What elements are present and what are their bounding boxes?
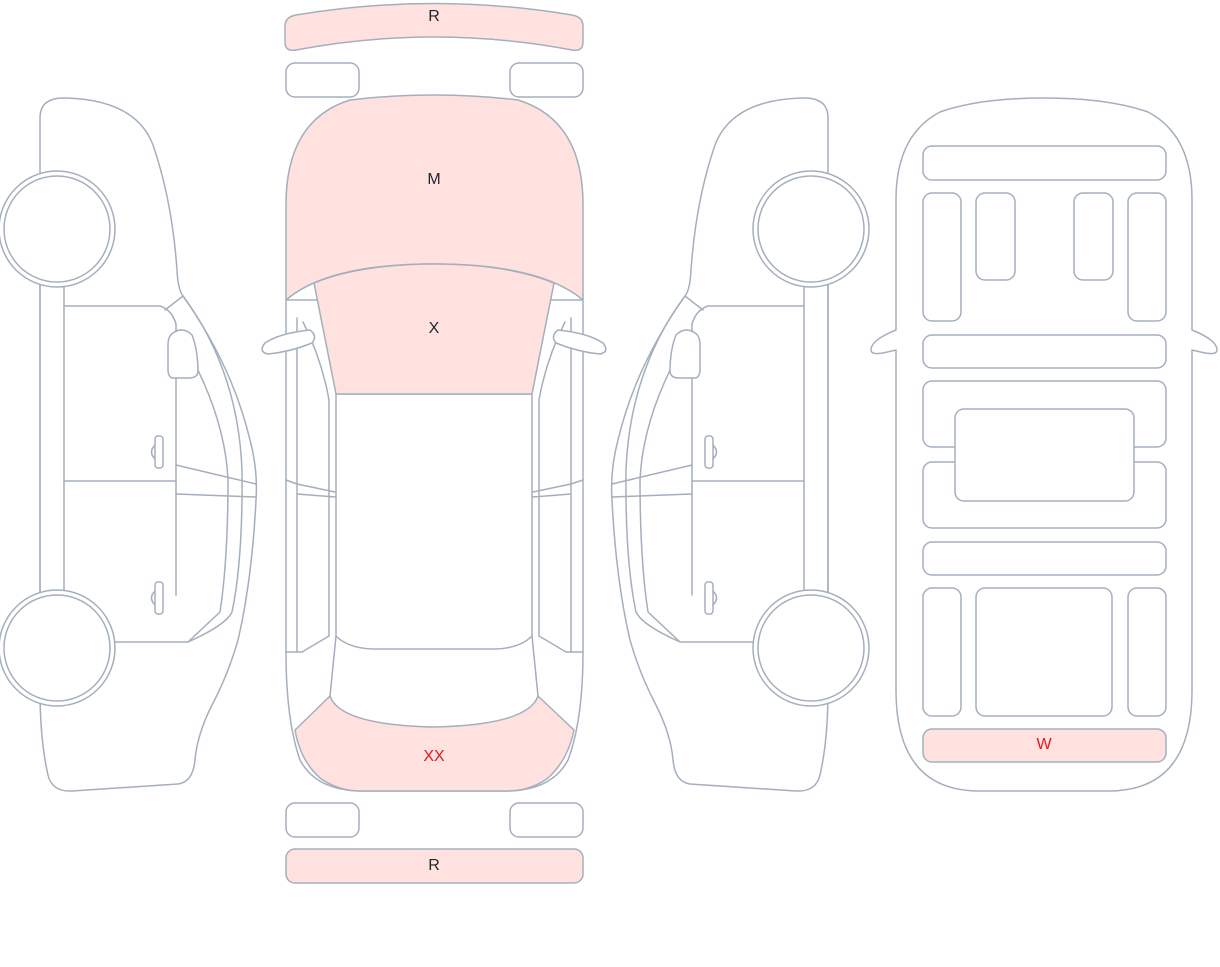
top-left-side-windows	[296, 317, 336, 653]
rear-panel-label: W	[1036, 736, 1052, 753]
front-right-door-panel[interactable]	[1127, 192, 1167, 322]
left-rear-door-handle[interactable]	[154, 581, 164, 615]
driver-seat[interactable]	[975, 192, 1016, 281]
rear-cross-panel[interactable]	[922, 541, 1167, 576]
left-window-inner	[175, 329, 229, 643]
top-left-wheel-arch	[285, 479, 303, 653]
left-front-wheel-inner	[3, 175, 111, 283]
right-mirror-line	[611, 464, 693, 498]
rear-window-edges	[329, 635, 539, 697]
left-front-door-handle[interactable]	[154, 435, 164, 469]
windshield[interactable]	[313, 263, 555, 395]
right-window-inner	[639, 329, 693, 643]
right-front-handle-notch	[712, 444, 718, 460]
rear-bumper-label: R	[428, 857, 440, 874]
right-window-outer	[625, 295, 805, 643]
rear-right-light[interactable]	[509, 802, 584, 838]
left-mirror[interactable]	[167, 329, 199, 379]
left-rear-wheel-inner	[3, 594, 111, 702]
top-view: R M X XX R	[261, 2, 607, 884]
rear-bumper[interactable]	[285, 848, 584, 884]
left-side-view	[0, 97, 258, 792]
left-mirror-line	[175, 464, 257, 498]
hood-label: M	[427, 171, 440, 188]
rear-window-label: XX	[423, 748, 445, 765]
front-bumper-label: R	[428, 8, 440, 25]
top-left-mirror[interactable]	[261, 329, 316, 355]
rear-left-door-panel[interactable]	[922, 587, 962, 717]
cargo-area[interactable]	[975, 587, 1113, 717]
right-rear-handle-notch	[712, 590, 718, 606]
right-rear-door-handle[interactable]	[704, 581, 714, 615]
top-right-wheel-arch	[565, 479, 584, 653]
rear-window[interactable]	[294, 695, 575, 792]
center-console[interactable]	[954, 408, 1135, 502]
windshield-label: X	[429, 320, 440, 337]
underside-view: W	[870, 97, 1218, 792]
left-window-outer	[63, 295, 243, 643]
right-mirror[interactable]	[669, 329, 701, 379]
top-right-side-windows	[532, 317, 572, 653]
front-right-light[interactable]	[509, 62, 584, 98]
top-right-mirror[interactable]	[552, 329, 607, 355]
left-front-handle-notch	[150, 444, 156, 460]
rear-left-light[interactable]	[285, 802, 360, 838]
roof[interactable]	[335, 393, 533, 650]
right-side-view	[610, 97, 870, 792]
passenger-seat[interactable]	[1073, 192, 1114, 281]
right-front-door-handle[interactable]	[704, 435, 714, 469]
front-left-light[interactable]	[285, 62, 360, 98]
right-front-wheel-inner	[757, 175, 865, 283]
dashboard-panel[interactable]	[922, 145, 1167, 181]
rear-panel[interactable]	[922, 728, 1167, 763]
left-pillar	[39, 284, 65, 596]
right-pillar	[803, 284, 829, 596]
right-rear-wheel-inner	[757, 594, 865, 702]
rear-right-door-panel[interactable]	[1127, 587, 1167, 717]
front-left-door-panel[interactable]	[922, 192, 962, 322]
center-cross-panel[interactable]	[922, 334, 1167, 369]
front-bumper[interactable]	[284, 2, 584, 52]
left-rear-handle-notch	[150, 590, 156, 606]
